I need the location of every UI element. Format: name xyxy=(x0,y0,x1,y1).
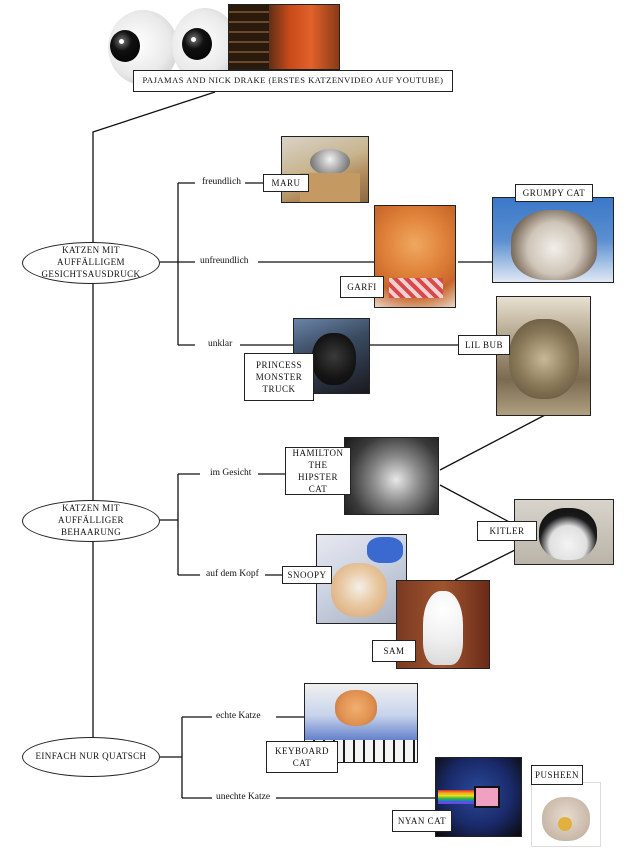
category-nonsense: EINFACH NUR QUATSCH xyxy=(22,737,160,777)
hamilton-line-2: THE HIPSTER xyxy=(297,459,338,482)
photo-grumpy-cat xyxy=(492,197,614,283)
label-nyan-cat: NYAN CAT xyxy=(392,810,452,832)
video-title-label: PAJAMAS AND NICK DRAKE (ERSTES KATZENVID… xyxy=(133,70,453,92)
photo-pusheen xyxy=(531,782,601,847)
hamilton-line-1: HAMILTON xyxy=(292,447,344,458)
photo-lil-bub xyxy=(496,296,591,416)
video-photo-room xyxy=(228,4,340,70)
label-princess-monster-truck: PRINCESS MONSTER TRUCK xyxy=(244,353,314,401)
category-facial-expression: KATZEN MIT AUFFÄLLIGEM GESICHTSAUSDRUCK xyxy=(22,242,160,284)
photo-hamilton xyxy=(344,437,439,515)
label-garfi: GARFI xyxy=(340,276,384,298)
pupil-right xyxy=(182,28,212,60)
photo-maru xyxy=(281,136,369,203)
label-snoopy: SNOOPY xyxy=(282,566,332,584)
branch-unechte-katze: unechte Katze xyxy=(214,792,273,802)
photo-keyboard-cat xyxy=(304,683,418,763)
princess-line-1: PRINCESS xyxy=(255,359,303,370)
label-keyboard-cat: KEYBOARD CAT xyxy=(266,741,338,773)
princess-line-2: MONSTER xyxy=(255,371,303,382)
keyboard-line-1: KEYBOARD xyxy=(274,745,329,756)
branch-auf-dem-kopf: auf dem Kopf xyxy=(204,569,261,579)
label-kitler: KITLER xyxy=(477,521,537,541)
label-maru: MARU xyxy=(263,174,309,192)
category-fur: KATZEN MIT AUFFÄLLIGER BEHAARUNG xyxy=(22,500,160,542)
label-pusheen: PUSHEEN xyxy=(531,765,583,785)
keyboard-line-2: CAT xyxy=(292,758,312,768)
hamilton-line-3: CAT xyxy=(308,484,328,495)
pupil-left xyxy=(110,30,140,62)
photo-garfi xyxy=(374,205,456,308)
branch-im-gesicht: im Gesicht xyxy=(208,468,254,478)
label-lil-bub: LIL BUB xyxy=(458,335,510,355)
label-sam: SAM xyxy=(372,640,416,662)
label-grumpy-cat: GRUMPY CAT xyxy=(515,184,593,202)
branch-echte-katze: echte Katze xyxy=(214,711,263,721)
branch-unfreundlich: unfreundlich xyxy=(198,256,251,266)
princess-line-3: TRUCK xyxy=(262,384,296,395)
branch-freundlich: freundlich xyxy=(200,177,244,187)
branch-unklar: unklar xyxy=(206,339,235,349)
label-hamilton: HAMILTON THE HIPSTER CAT xyxy=(285,447,351,495)
